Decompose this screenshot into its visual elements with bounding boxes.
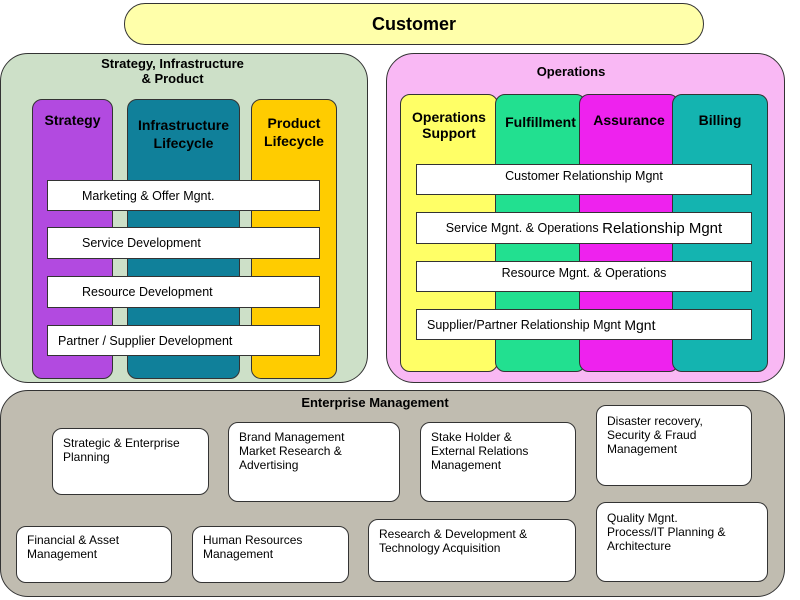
- brand-management-line1: Brand Management: [239, 430, 345, 444]
- human-resources-line1: Human Resources: [203, 533, 303, 547]
- human-resources-box: Human Resources Management: [192, 526, 349, 583]
- billing-label: Billing: [698, 112, 742, 128]
- disaster-recovery-line3: Management: [607, 442, 678, 456]
- disaster-recovery-line1: Disaster recovery,: [607, 414, 703, 428]
- service-mgnt-label: Service Mgnt. & Operations: [445, 221, 599, 235]
- service-mgnt-bar: Service Mgnt. & Operations Relationship …: [416, 212, 752, 244]
- sip-panel-title: Strategy, Infrastructure & Product: [0, 56, 345, 86]
- enterprise-panel-title: Enterprise Management: [0, 395, 750, 410]
- stakeholder-line2: External Relations: [431, 444, 529, 458]
- resource-mgnt-bar: Resource Mgnt. & Operations: [416, 261, 752, 292]
- quality-management-line1: Quality Mgnt.: [607, 511, 678, 525]
- fulfillment-label: Fulfillment: [505, 114, 576, 130]
- customer-banner: Customer: [124, 3, 704, 45]
- financial-asset-box: Financial & Asset Management: [16, 526, 172, 583]
- disaster-recovery-box: Disaster recovery, Security & Fraud Mana…: [596, 405, 752, 486]
- infrastructure-label-line1: Infrastructure: [137, 117, 230, 133]
- operations-title-text: Operations: [536, 64, 606, 79]
- service-mgnt-suffix: Relationship Mgnt: [602, 219, 723, 237]
- sip-title-line2: & Product: [141, 71, 204, 86]
- strategy-label: Strategy: [44, 112, 101, 128]
- stakeholder-relations-box: Stake Holder & External Relations Manage…: [420, 422, 576, 502]
- strategic-planning-box: Strategic & Enterprise Planning: [52, 428, 209, 495]
- research-development-line1: Research & Development &: [379, 527, 528, 541]
- marketing-offer-bar: Marketing & Offer Mgnt.: [47, 180, 320, 211]
- operations-support-label-line1: Operations: [412, 109, 486, 125]
- operations-panel-title: Operations: [386, 64, 756, 79]
- customer-relationship-bar: Customer Relationship Mgnt: [416, 164, 752, 195]
- strategic-planning-line2: Planning: [63, 450, 110, 464]
- operations-support-label-line2: Support: [422, 125, 476, 141]
- supplier-partner-suffix: Mgnt: [624, 316, 656, 333]
- customer-label: Customer: [371, 13, 456, 34]
- quality-management-line3: Architecture: [607, 539, 672, 553]
- quality-management-line2: Process/IT Planning &: [607, 525, 726, 539]
- financial-asset-line1: Financial & Asset: [27, 533, 120, 547]
- resource-mgnt-label: Resource Mgnt. & Operations: [501, 266, 667, 280]
- stakeholder-line1: Stake Holder &: [431, 430, 512, 444]
- disaster-recovery-line2: Security & Fraud: [607, 428, 697, 442]
- research-development-box: Research & Development & Technology Acqu…: [368, 519, 576, 582]
- assurance-label: Assurance: [593, 112, 665, 128]
- partner-supplier-bar: Partner / Supplier Development: [47, 325, 320, 356]
- research-development-line2: Technology Acquisition: [379, 541, 501, 555]
- customer-relationship-label: Customer Relationship Mgnt: [505, 169, 663, 183]
- quality-management-box: Quality Mgnt. Process/IT Planning & Arch…: [596, 502, 768, 582]
- supplier-partner-bar: Supplier/Partner Relationship Mgnt Mgnt: [416, 309, 752, 340]
- human-resources-line2: Management: [203, 547, 274, 561]
- product-label-line2: Lifecycle: [264, 133, 324, 149]
- resource-development-bar: Resource Development: [47, 276, 320, 308]
- partner-supplier-label: Partner / Supplier Development: [58, 333, 233, 348]
- service-development-bar: Service Development: [47, 227, 320, 259]
- financial-asset-line2: Management: [27, 547, 98, 561]
- sip-title-line1: Strategy, Infrastructure: [101, 56, 244, 71]
- brand-management-line3: Advertising: [239, 458, 299, 472]
- brand-management-line2: Market Research &: [239, 444, 342, 458]
- marketing-offer-label: Marketing & Offer Mgnt.: [82, 188, 215, 203]
- strategic-planning-line1: Strategic & Enterprise: [63, 436, 180, 450]
- resource-development-label: Resource Development: [82, 285, 213, 299]
- supplier-partner-label: Supplier/Partner Relationship Mgnt: [427, 317, 621, 332]
- brand-management-box: Brand Management Market Research & Adver…: [228, 422, 400, 502]
- product-label-line1: Product: [267, 115, 321, 131]
- stakeholder-line3: Management: [431, 458, 502, 472]
- service-development-label: Service Development: [82, 236, 201, 250]
- infrastructure-label-line2: Lifecycle: [153, 135, 214, 151]
- enterprise-title-text: Enterprise Management: [301, 395, 449, 410]
